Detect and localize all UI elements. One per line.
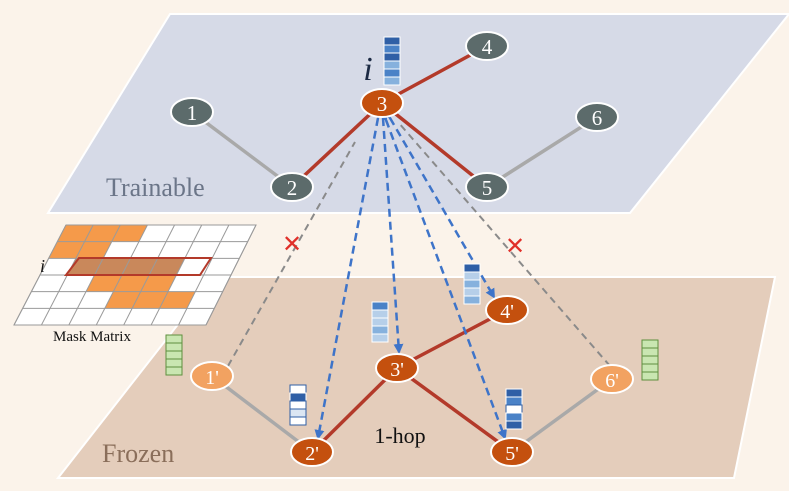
mask-matrix-cells — [48, 225, 196, 309]
edge-3-4 — [381, 44, 488, 105]
node-2p-shape — [290, 437, 334, 467]
mask-grid-line — [13, 224, 67, 326]
top-nodes: 1 2 3 4 5 6 — [170, 31, 619, 202]
mask-matrix: i Mask Matrix — [13, 224, 257, 345]
node-2p-label: 2' — [305, 443, 319, 465]
blocked-marker-left: ✕ — [282, 232, 302, 258]
mask-cell — [113, 275, 150, 292]
mask-cell — [111, 225, 148, 242]
node-5: 5 — [465, 172, 509, 202]
node-4p-label: 4' — [500, 301, 514, 323]
node-2-shape — [270, 172, 314, 202]
vector-6p — [641, 339, 659, 381]
node-3p: 3' — [375, 353, 419, 383]
mask-row-label: i — [40, 256, 45, 276]
node-2: 2 — [270, 172, 314, 202]
mask-cell — [84, 225, 121, 242]
node-5-label: 5 — [482, 176, 493, 200]
mask-grid-line — [205, 224, 257, 326]
vector-2p — [289, 384, 307, 426]
node-6p: 6' — [590, 364, 634, 394]
edge-1-2 — [190, 110, 294, 189]
node-i-label: i — [363, 51, 372, 88]
mask-cell — [159, 291, 196, 309]
mask-cell — [121, 258, 158, 275]
node-6: 6 — [575, 102, 619, 132]
node-2-label: 2 — [287, 176, 298, 200]
frozen-label: Frozen — [102, 439, 174, 468]
mask-cell — [57, 225, 94, 242]
node-6-label: 6 — [592, 106, 603, 130]
node-3-feature-vector — [383, 36, 401, 86]
mask-matrix-caption: Mask Matrix — [53, 329, 131, 345]
node-3-shape — [360, 88, 404, 118]
mask-matrix-row-i-highlight — [63, 257, 213, 276]
mask-cell — [75, 241, 112, 259]
node-4p-shape — [485, 295, 529, 325]
node-5p: 5' — [490, 437, 534, 467]
arrow-3-2p — [314, 109, 385, 440]
node-5-shape — [465, 172, 509, 202]
mask-cell — [104, 291, 141, 309]
node-6p-shape — [590, 364, 634, 394]
node-1p: 1' — [190, 361, 234, 391]
blocked-link-1p — [227, 141, 356, 367]
mask-cell — [94, 258, 131, 275]
mask-cell — [140, 275, 177, 292]
node-3: 3 — [360, 88, 404, 118]
edge-5p-6p — [510, 377, 614, 454]
mask-cell — [48, 241, 85, 259]
node-4-label: 4 — [482, 35, 493, 59]
node-5p-label: 5' — [505, 443, 519, 465]
node-3p-label: 3' — [390, 359, 404, 381]
node-5p-shape — [490, 437, 534, 467]
node-6-shape — [575, 102, 619, 132]
edge-1p-2p — [210, 374, 314, 454]
blocked-marker-right: ✕ — [505, 234, 525, 260]
node-2p: 2' — [290, 437, 334, 467]
bottom-nodes: 1' 2' 3' 4' 5' 6' — [190, 295, 634, 467]
node-1p-label: 1' — [205, 367, 219, 389]
arrow-3-5p — [378, 110, 507, 440]
vector-1p — [165, 334, 183, 376]
node-3-label: 3 — [377, 92, 388, 116]
node-1-shape — [170, 97, 214, 127]
mask-cell — [86, 275, 122, 292]
mask-cell — [149, 258, 185, 275]
node-4-shape — [465, 31, 509, 61]
node-1: 1 — [170, 97, 214, 127]
mask-grid-line — [178, 224, 230, 326]
node-1-label: 1 — [187, 101, 198, 125]
node-4: 4 — [465, 31, 509, 61]
vector-5p — [505, 388, 523, 430]
node-3p-shape — [375, 353, 419, 383]
vector-4p — [463, 263, 481, 305]
hop-label: 1-hop — [374, 423, 425, 448]
node-1p-shape — [190, 361, 234, 391]
node-6p-label: 6' — [605, 370, 619, 392]
node-4p: 4' — [485, 295, 529, 325]
trainable-label: Trainable — [106, 173, 205, 202]
vector-3p — [371, 301, 389, 343]
mask-cell — [132, 291, 168, 309]
